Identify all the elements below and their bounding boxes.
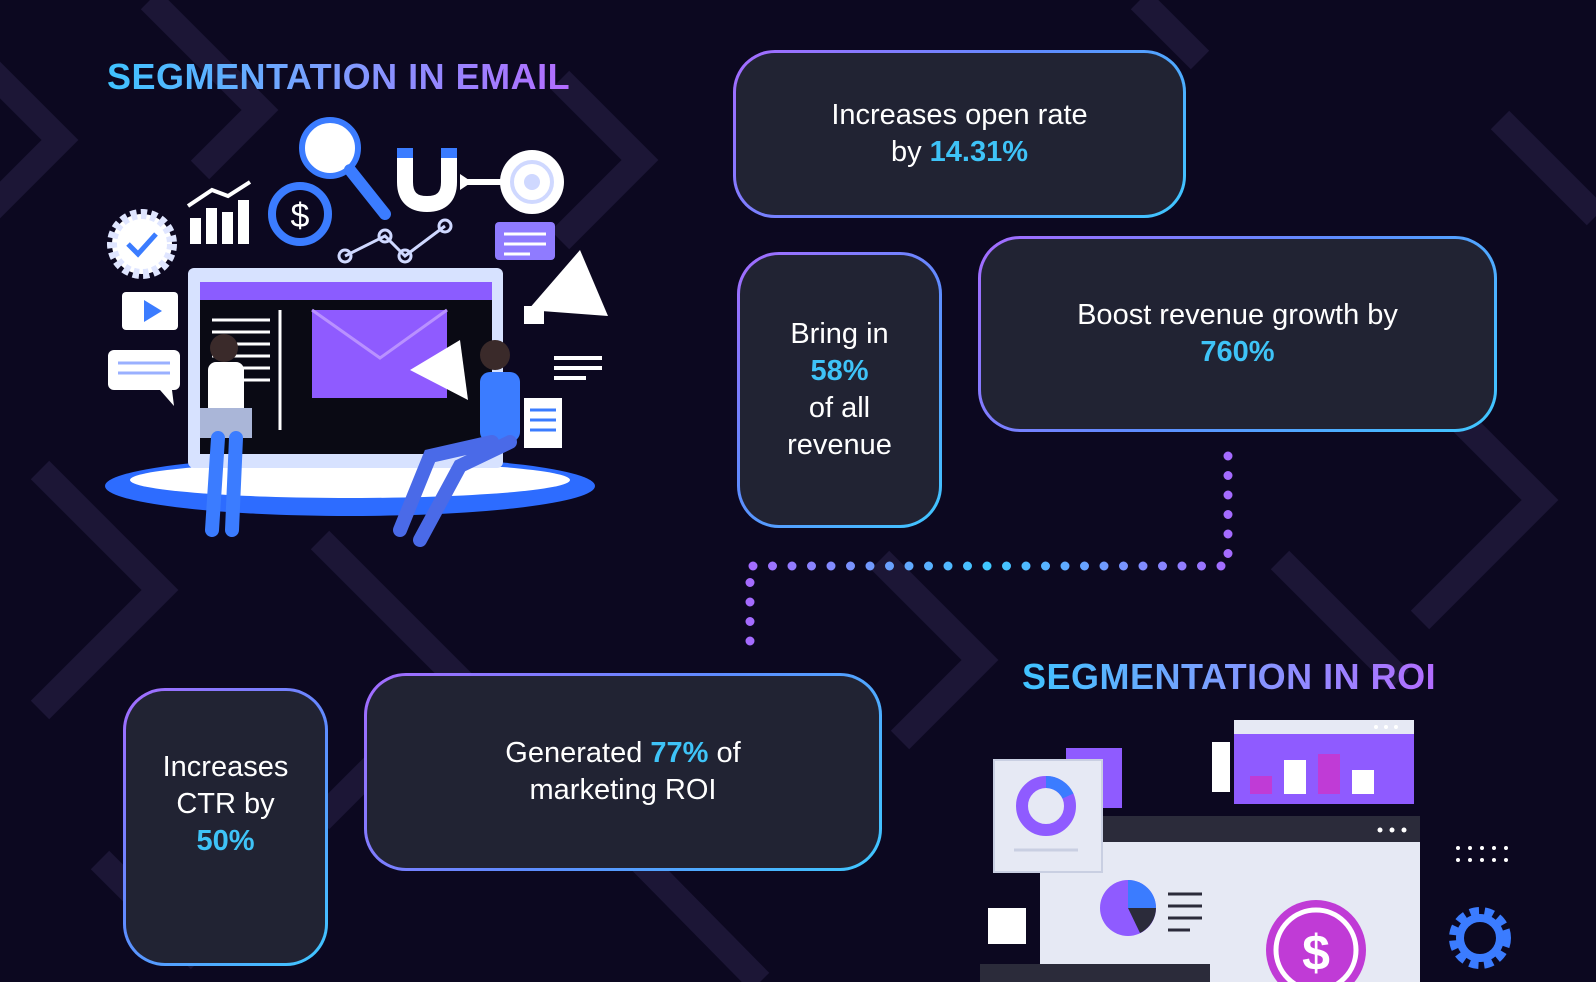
- svg-text:$: $: [291, 197, 310, 235]
- card-revenue-share-value: 58%: [810, 355, 869, 387]
- card-revenue-share-line4: revenue: [787, 429, 892, 461]
- heading-roi: SEGMENTATION IN ROI: [1022, 656, 1437, 697]
- dollar-badge-icon: $: [1266, 900, 1366, 982]
- heading-email: SEGMENTATION IN EMAIL: [107, 56, 571, 97]
- card-ctr-line1: Increases: [162, 751, 289, 783]
- card-ctr: Increases CTR by 50%: [123, 688, 328, 966]
- card-revenue-growth-text: Boost revenue growth by: [1077, 299, 1398, 331]
- card-marketing-roi-line1: Generated 77% of: [505, 735, 740, 772]
- card-marketing-roi-suffix: of: [708, 737, 741, 769]
- magnifier-icon: [299, 117, 391, 220]
- gear-icon: [1449, 907, 1511, 969]
- card-marketing-roi: Generated 77% of marketing ROI: [364, 673, 882, 871]
- magnet-icon: [397, 150, 457, 213]
- donut-chart-icon: [1016, 775, 1076, 836]
- card-revenue-share-line3: of all: [808, 392, 871, 424]
- pie-chart-icon: [1100, 880, 1156, 936]
- roi-illustration: $: [980, 720, 1511, 982]
- svg-text:$: $: [1302, 925, 1330, 981]
- card-ctr-value: 50%: [196, 825, 255, 857]
- document-icon: [524, 398, 562, 448]
- card-revenue-growth: Boost revenue growth by 760%: [978, 236, 1497, 432]
- chat-bubble-icon: [108, 350, 180, 406]
- card-open-rate: Increases open rate by 14.31%: [733, 50, 1186, 218]
- gear-check-icon: [107, 209, 177, 279]
- card-ctr-line2: CTR by: [176, 788, 275, 820]
- card-revenue-growth-value: 760%: [1200, 336, 1275, 368]
- card-revenue-share-line1: Bring in: [790, 318, 889, 350]
- email-illustration: $: [105, 117, 608, 547]
- card-revenue-share: Bring in 58% of all revenue: [737, 252, 942, 528]
- card-open-rate-prefix: by: [890, 136, 930, 168]
- card-marketing-roi-line2: marketing ROI: [529, 774, 717, 806]
- card-open-rate-value: 14.31%: [929, 136, 1029, 168]
- megaphone-icon: [524, 250, 608, 324]
- card-open-rate-text: Increases open rate: [831, 99, 1088, 131]
- play-icon: [122, 292, 178, 330]
- card-marketing-roi-value: 77%: [650, 737, 709, 769]
- card-marketing-roi-prefix: Generated: [505, 737, 651, 769]
- card-open-rate-line2: by 14.31%: [891, 134, 1028, 171]
- target-icon: [460, 150, 564, 214]
- dollar-coin-icon: $: [268, 182, 332, 246]
- bar-chart-icon: [186, 180, 252, 244]
